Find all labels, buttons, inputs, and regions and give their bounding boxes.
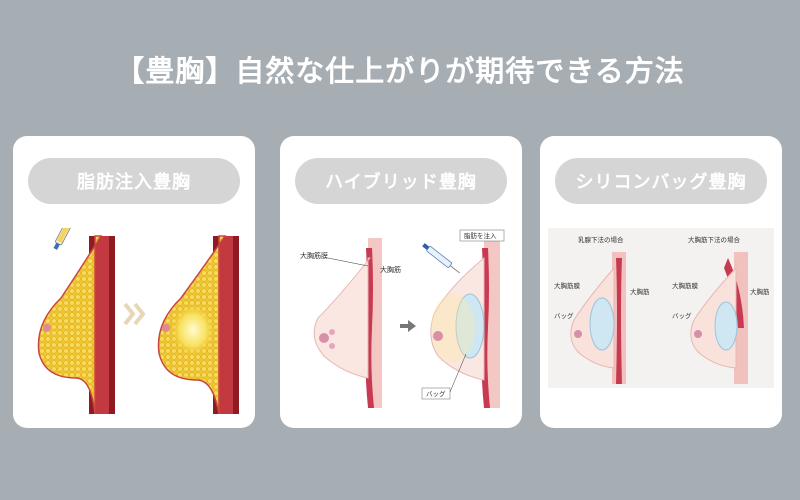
breast-after: [430, 238, 500, 408]
fat-injection-card: 脂肪注入豊胸: [13, 136, 255, 428]
syringe-icon: [53, 228, 76, 250]
leader-line: [449, 353, 467, 393]
right-label-bag: バッグ: [672, 311, 692, 320]
hybrid-heading: ハイブリッド豊胸: [295, 158, 507, 204]
right-label-pectoral-fascia: 大胸筋膜: [672, 281, 699, 290]
page-title: 【豊胸】自然な仕上がりが期待できる方法: [115, 54, 685, 88]
label-pectoral-muscle: 大胸筋: [380, 265, 401, 274]
fat-injection-illustration: [21, 228, 247, 414]
left-label-bag: バッグ: [554, 311, 574, 320]
leader-line: [327, 257, 369, 267]
syringe-icon: [422, 243, 460, 274]
left-label-pectoral-muscle: 大胸筋: [630, 287, 650, 296]
left-panel-title: 乳腺下法の場合: [578, 235, 624, 244]
hybrid-illustration: 大胸筋膜 大胸筋 脂肪を注入 バッグ: [288, 228, 514, 414]
label-bag: バッグ: [426, 389, 446, 398]
label-fat-injection: 脂肪を注入: [464, 231, 497, 240]
silicone-bag-heading: シリコンバッグ豊胸: [555, 158, 767, 204]
arrow-right-icon: [400, 320, 416, 332]
breast-before: [37, 235, 115, 414]
label-pectoral-fascia: 大胸筋膜: [300, 251, 328, 260]
silicone-bag-illustration: 乳腺下法の場合 大胸筋膜 大胸筋 バッグ 大胸筋下法の場合 大胸筋膜 大胸筋: [548, 228, 774, 414]
hybrid-card: ハイブリッド豊胸 大胸筋膜 大胸筋: [280, 136, 522, 428]
fat-injection-diagram: [37, 228, 239, 414]
breast-submuscular: [690, 252, 748, 384]
hybrid-diagram: 大胸筋膜 大胸筋 脂肪を注入 バッグ: [300, 229, 505, 408]
right-label-pectoral-muscle: 大胸筋: [750, 287, 770, 296]
silicone-bag-diagram: 乳腺下法の場合 大胸筋膜 大胸筋 バッグ 大胸筋下法の場合 大胸筋膜 大胸筋: [548, 228, 774, 388]
fat-injection-tag: [459, 229, 505, 242]
breast-before: [313, 238, 382, 408]
right-panel-title: 大胸筋下法の場合: [688, 235, 741, 244]
arrow-chevron-icon: [123, 302, 146, 326]
fat-injection-heading: 脂肪注入豊胸: [28, 158, 240, 204]
bag-tag: [421, 387, 451, 400]
left-label-pectoral-fascia: 大胸筋膜: [554, 281, 581, 290]
breast-after: [157, 235, 239, 414]
breast-subglandular: [570, 252, 626, 384]
silicone-bag-card: シリコンバッグ豊胸 乳腺下法の場合 大胸筋膜 大胸筋 バッグ 大胸筋下法の場合: [540, 136, 782, 428]
